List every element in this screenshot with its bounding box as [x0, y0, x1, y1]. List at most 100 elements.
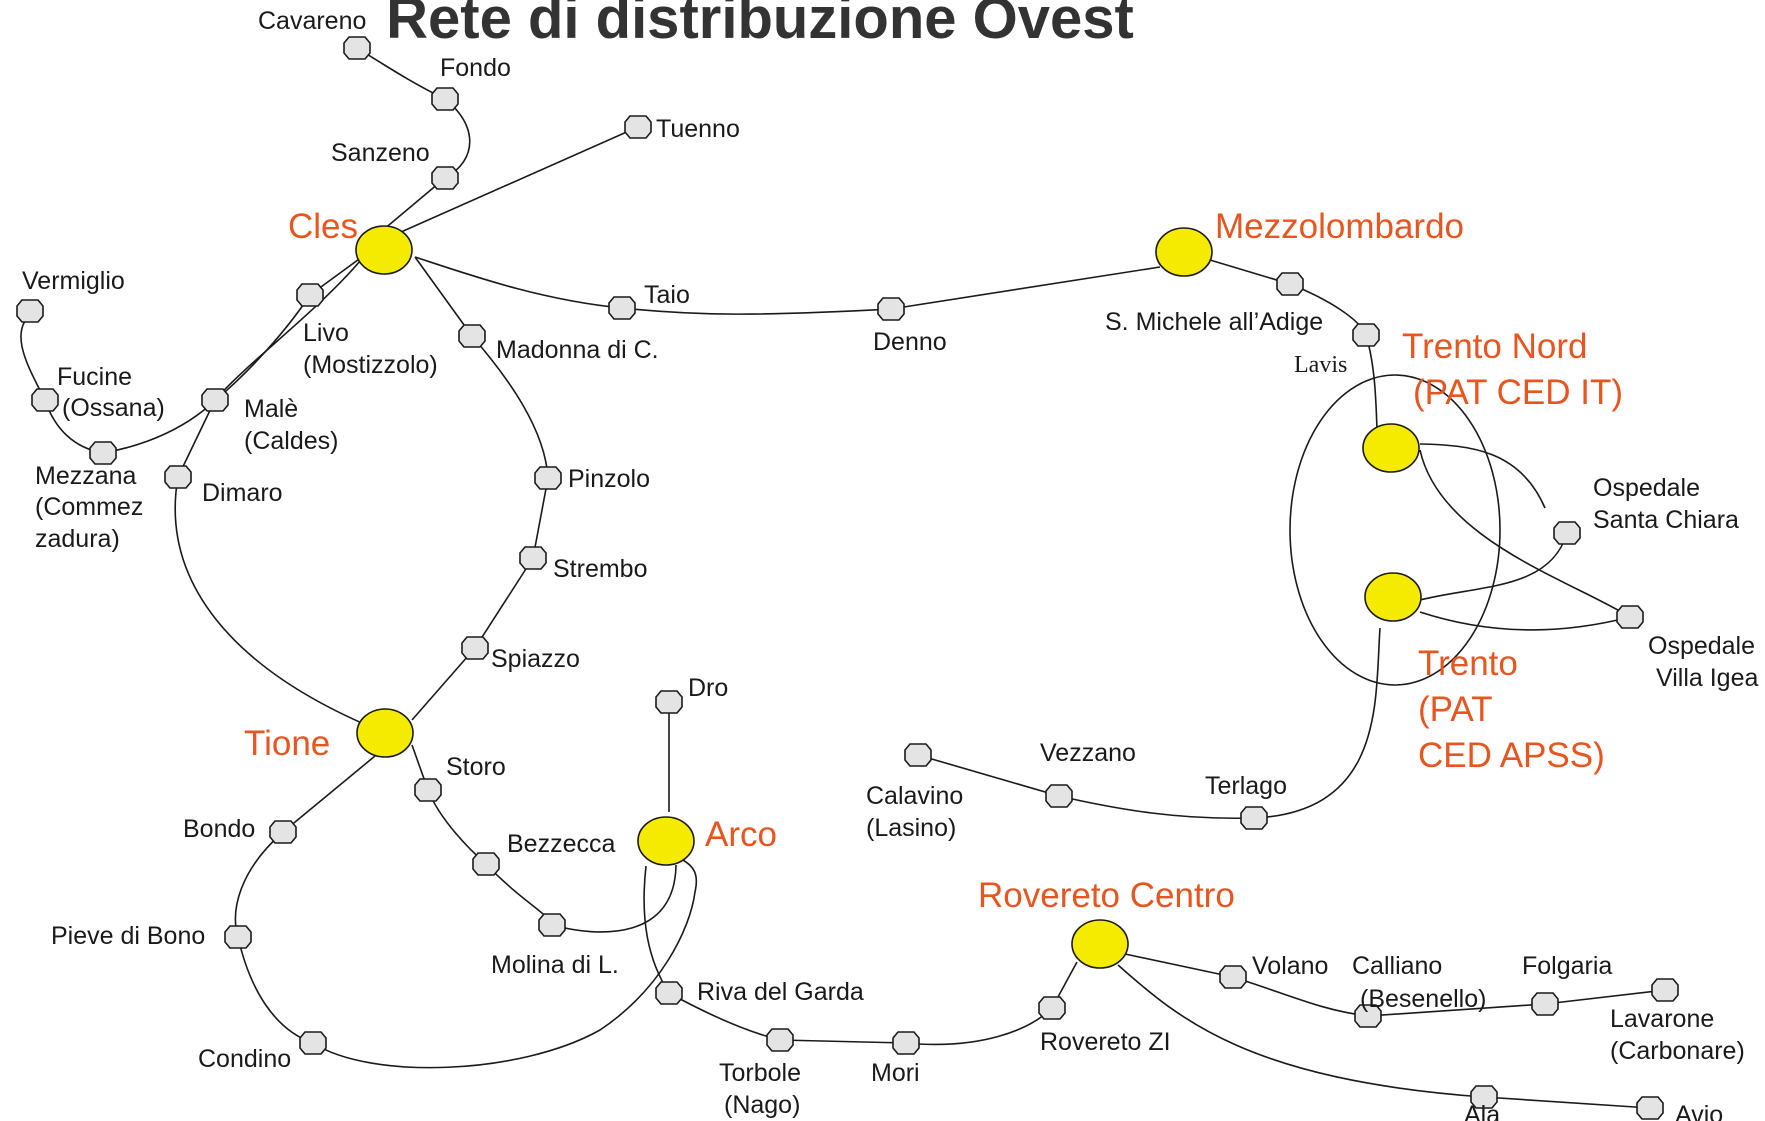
node-bondo[interactable]: [269, 820, 297, 844]
link-terlago-vezzano: [1058, 795, 1255, 820]
label-strembo: Strembo: [553, 555, 647, 583]
node-dro[interactable]: [655, 690, 683, 714]
node-pinzolo[interactable]: [534, 466, 562, 490]
node-sanzeno[interactable]: [431, 166, 459, 190]
hub-rovereto-centro[interactable]: [1071, 919, 1129, 969]
label-torbole-line2: (Nago): [724, 1091, 800, 1119]
node-madonna[interactable]: [458, 324, 486, 348]
node-cavareno[interactable]: [343, 36, 371, 60]
node-fondo[interactable]: [431, 87, 459, 111]
label-vezzano: Vezzano: [1040, 739, 1136, 767]
node-smichele[interactable]: [1276, 272, 1304, 296]
hub-trento[interactable]: [1364, 572, 1422, 622]
link-volano-calliano: [1232, 976, 1369, 1017]
hub-label-rovereto-centro: Rovereto Centro: [978, 876, 1235, 915]
label-pinzolo: Pinzolo: [568, 465, 650, 493]
label-denno: Denno: [873, 328, 947, 356]
node-bezzecca[interactable]: [472, 852, 500, 876]
label-bondo: Bondo: [183, 815, 255, 843]
label-storo: Storo: [446, 753, 506, 781]
link-rovereto-volano: [1124, 953, 1234, 978]
node-storo[interactable]: [414, 778, 442, 802]
node-dimaro[interactable]: [164, 465, 192, 489]
label-molina: Molina di L.: [491, 951, 619, 979]
hub-label-mezzolombardo: Mezzolombardo: [1215, 207, 1464, 246]
label-fondo: Fondo: [440, 54, 511, 82]
node-vermiglio[interactable]: [16, 299, 44, 323]
label-vermiglio: Vermiglio: [22, 267, 125, 295]
hub-arco[interactable]: [637, 816, 695, 866]
link-pinzolo-strembo: [532, 477, 549, 559]
hub-label-trento-nord-line1: Trento Nord: [1402, 327, 1587, 366]
label-bezzecca: Bezzecca: [507, 830, 615, 858]
hub-trento-nord[interactable]: [1362, 423, 1420, 473]
node-riva-del-garda[interactable]: [655, 981, 683, 1005]
node-torbole[interactable]: [766, 1028, 794, 1052]
node-denno[interactable]: [877, 297, 905, 321]
link-tione-bondo: [282, 755, 376, 833]
node-mori[interactable]: [892, 1031, 920, 1055]
node-calavino[interactable]: [904, 743, 932, 767]
node-volano[interactable]: [1219, 965, 1247, 989]
label-tuenno: Tuenno: [656, 115, 740, 143]
node-mezzana[interactable]: [89, 441, 117, 465]
node-vezzano[interactable]: [1045, 784, 1073, 808]
link-vermiglio-fucine: [20, 310, 46, 401]
label-ospedale-sc-line2: Santa Chiara: [1593, 506, 1739, 534]
link-dimaro-tione: [174, 476, 384, 733]
label-calavino-line1: Calavino: [866, 782, 963, 810]
label-dro: Dro: [688, 674, 728, 702]
hub-labels: Cles Mezzolombardo Trento Nord (PAT CED …: [244, 207, 1623, 915]
node-molina[interactable]: [538, 913, 566, 937]
link-calliano-folgaria: [1367, 1003, 1546, 1017]
node-terlago[interactable]: [1240, 806, 1268, 830]
label-fucine-line1: Fucine: [57, 363, 132, 391]
label-taio: Taio: [644, 281, 690, 309]
link-cles-male: [214, 253, 367, 401]
node-pieve-di-bono[interactable]: [224, 925, 252, 949]
node-folgaria[interactable]: [1531, 992, 1559, 1016]
label-male-line2: (Caldes): [244, 427, 338, 455]
node-lavis[interactable]: [1352, 323, 1380, 347]
hub-label-tione: Tione: [244, 724, 330, 763]
node-rovereto-zi[interactable]: [1038, 996, 1066, 1020]
label-ospedale-sc-line1: Ospedale: [1593, 474, 1700, 502]
node-strembo[interactable]: [519, 546, 547, 570]
link-trentonord-santachiara: [1419, 443, 1546, 509]
link-rovereto-ala: [1117, 964, 1485, 1098]
node-fucine[interactable]: [31, 388, 59, 412]
node-condino[interactable]: [299, 1031, 327, 1055]
node-spiazzo[interactable]: [461, 636, 489, 660]
hubs: [355, 225, 1422, 969]
node-ospedale-santa-chiara[interactable]: [1553, 521, 1581, 545]
node-ospedale-villa-igea[interactable]: [1616, 605, 1644, 629]
link-arco-riva: [643, 865, 670, 994]
label-mezzana-line2: (Commez: [35, 493, 143, 521]
link-fondo-sanzeno: [444, 98, 471, 179]
label-terlago: Terlago: [1205, 772, 1287, 800]
node-tuenno[interactable]: [624, 115, 652, 139]
node-labels: Cavareno Fondo Sanzeno Tuenno Vermiglio …: [22, 7, 1758, 1121]
node-avio[interactable]: [1636, 1096, 1664, 1120]
node-male[interactable]: [201, 388, 229, 412]
hub-label-trento-nord-line2: (PAT CED IT): [1413, 373, 1623, 412]
label-ala: Ala: [1464, 1101, 1500, 1121]
link-denno-mezzolombardo: [890, 266, 1161, 310]
node-taio[interactable]: [608, 296, 636, 320]
hub-label-cles: Cles: [288, 207, 358, 246]
hub-mezzolombardo[interactable]: [1155, 227, 1213, 277]
hub-cles[interactable]: [355, 225, 413, 275]
label-lavis: Lavis: [1294, 352, 1347, 378]
link-cles-madonna: [414, 256, 473, 337]
link-folgaria-lavarone: [1544, 989, 1666, 1005]
hub-tione[interactable]: [356, 708, 414, 758]
hub-label-trento-line2: (PAT: [1418, 690, 1493, 729]
label-mori: Mori: [871, 1059, 920, 1087]
label-avio: Avio: [1675, 1101, 1723, 1121]
label-torbole-line1: Torbole: [719, 1059, 801, 1087]
node-livo[interactable]: [296, 283, 324, 307]
link-trento-terlago: [1253, 627, 1381, 819]
link-condino-arco: [312, 859, 698, 1069]
node-lavarone[interactable]: [1651, 978, 1679, 1002]
